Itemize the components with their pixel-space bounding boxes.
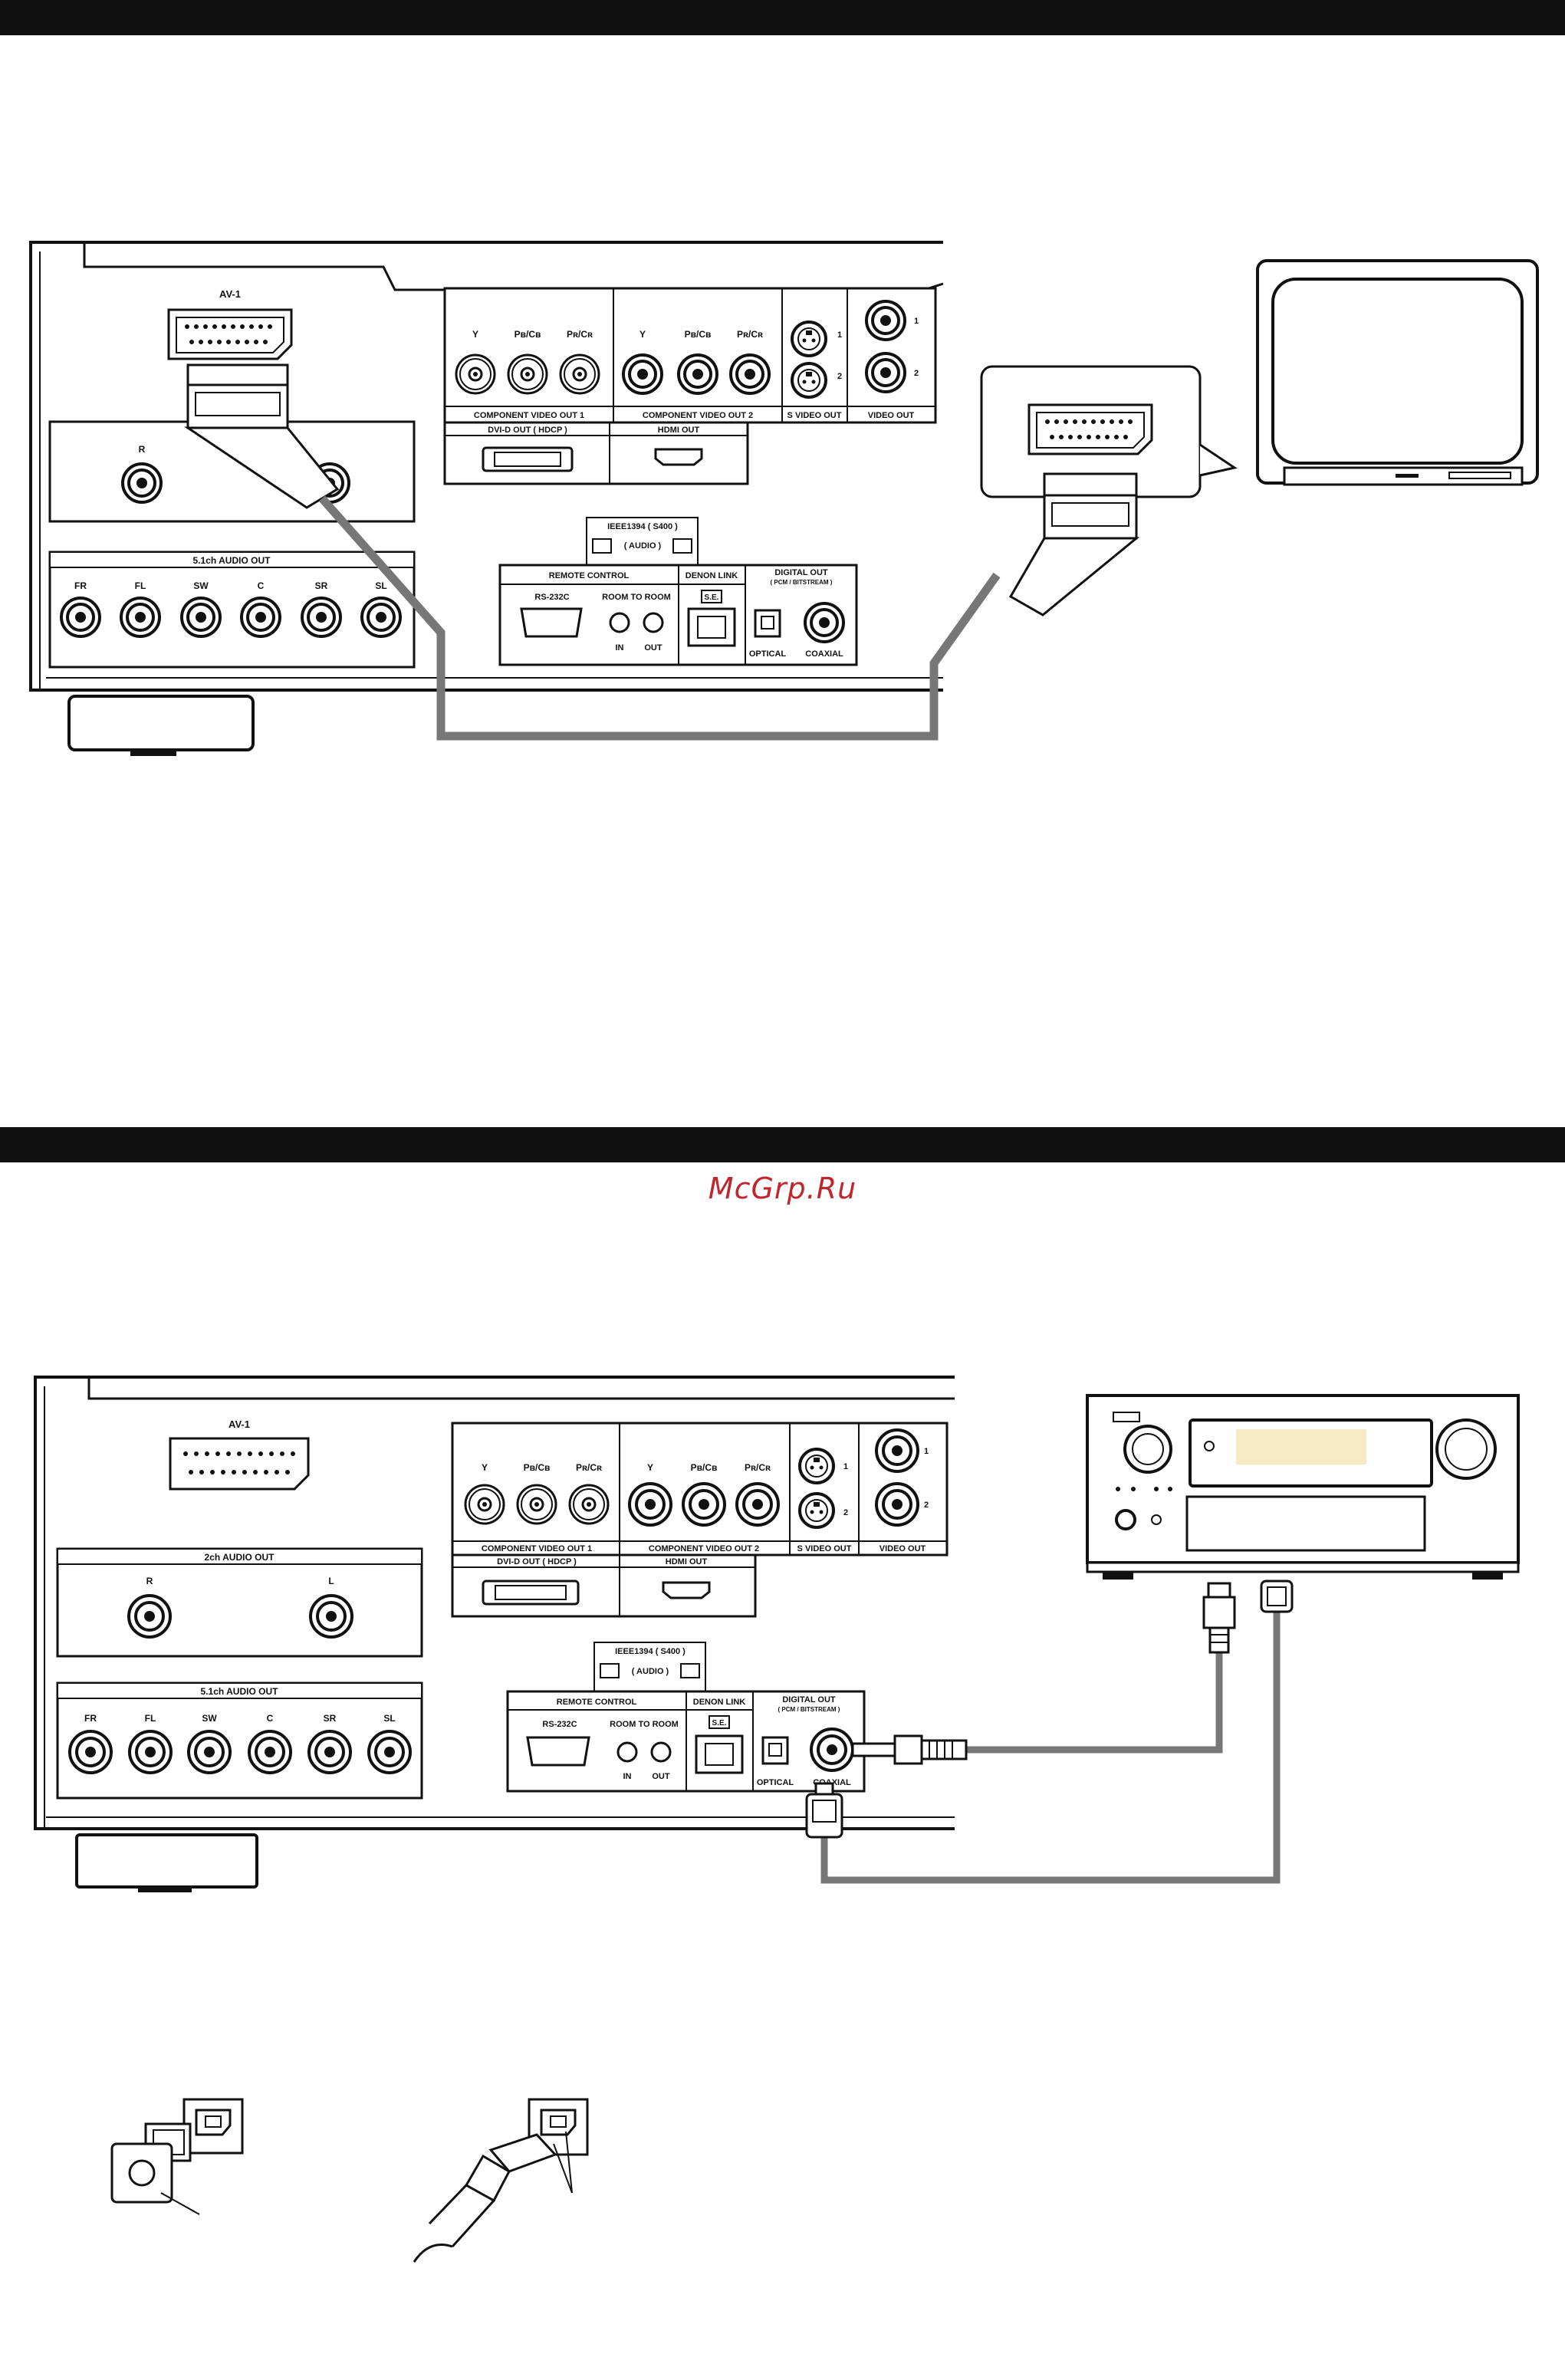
pcm-label: ( PCM / BITSTREAM ) (778, 1706, 840, 1713)
scart-connection-diagram: AV-1 R 5.1ch AUDIO OUT FR FL SW C SR SL … (29, 241, 1539, 756)
component-out2-label: COMPONENT VIDEO OUT 2 (649, 1544, 759, 1553)
digital-out-label: DIGITAL OUT (774, 568, 828, 577)
port-2-label: 2 (914, 369, 919, 378)
in-label: IN (616, 643, 624, 653)
channel-label: FL (135, 580, 146, 591)
audio-2ch-label: 2ch AUDIO OUT (205, 1552, 275, 1563)
middle-header-band (0, 1127, 1565, 1162)
av1-label: AV-1 (219, 288, 241, 300)
y-label: Y (472, 329, 478, 340)
digital-audio-connection-diagram: AV-1 2ch AUDIO OUT R L 5.1ch AUDIO OUT F… (34, 1376, 1520, 1892)
video-out-label: VIDEO OUT (879, 1544, 926, 1553)
channel-label: SR (315, 580, 328, 591)
dvi-label: DVI-D OUT ( HDCP ) (497, 1557, 577, 1566)
component-out2-label: COMPONENT VIDEO OUT 2 (643, 411, 753, 420)
rs232c-label: RS-232C (534, 593, 569, 602)
optical-label: OPTICAL (757, 1778, 794, 1787)
port-1-label: 1 (837, 330, 842, 340)
pr-label: Pʀ/Cʀ (737, 329, 763, 340)
port-1-label: 1 (914, 317, 919, 326)
out-label: OUT (652, 1772, 670, 1781)
pb-label: Pʙ/Cʙ (685, 329, 712, 340)
optical-plug-insertion-illustration (110, 2098, 589, 2263)
channel-label: C (258, 580, 265, 591)
denon-link-label: DENON LINK (686, 571, 738, 580)
hdmi-label: HDMI OUT (658, 426, 700, 435)
out-label: OUT (644, 643, 662, 653)
s-video-label: S VIDEO OUT (797, 1544, 852, 1553)
pb-label: Pʙ/Cʙ (524, 1462, 551, 1473)
y-label: Y (647, 1462, 653, 1473)
rs232c-label: RS-232C (542, 1720, 577, 1729)
port-2-label: 2 (837, 372, 842, 381)
se-label: S.E. (705, 593, 719, 602)
channel-label: C (267, 1713, 274, 1724)
component-out1-label: COMPONENT VIDEO OUT 1 (474, 411, 584, 420)
audio-label: ( AUDIO ) (624, 541, 662, 551)
r-label: R (146, 1576, 153, 1586)
ieee1394-label: IEEE1394 ( S400 ) (615, 1647, 686, 1656)
dvi-label: DVI-D OUT ( HDCP ) (488, 426, 567, 435)
digital-out-label: DIGITAL OUT (782, 1695, 836, 1704)
port-2-label: 2 (924, 1501, 929, 1510)
pr-label: Pʀ/Cʀ (745, 1462, 771, 1473)
channel-label: FR (84, 1713, 97, 1724)
watermark-text: McGrp.Ru (708, 1172, 857, 1205)
channel-label: FR (74, 580, 87, 591)
channel-label: SW (193, 580, 209, 591)
room-to-room-label: ROOM TO ROOM (610, 1720, 679, 1729)
pb-label: Pʙ/Cʙ (515, 329, 541, 340)
coaxial-label: COAXIAL (805, 649, 843, 659)
av1-label: AV-1 (229, 1418, 250, 1430)
component-out1-label: COMPONENT VIDEO OUT 1 (482, 1544, 592, 1553)
pb-label: Pʙ/Cʙ (691, 1462, 718, 1473)
denon-link-label: DENON LINK (693, 1698, 746, 1707)
channel-label: SL (375, 580, 386, 591)
remote-control-label: REMOTE CONTROL (549, 571, 630, 580)
s-video-label: S VIDEO OUT (787, 411, 842, 420)
pr-label: Pʀ/Cʀ (567, 329, 593, 340)
channel-label: SW (202, 1713, 217, 1724)
pr-label: Pʀ/Cʀ (576, 1462, 602, 1473)
ieee1394-label: IEEE1394 ( S400 ) (607, 522, 678, 531)
audio-51-label: 5.1ch AUDIO OUT (193, 555, 271, 566)
in-label: IN (623, 1772, 632, 1781)
y-label: Y (482, 1462, 488, 1473)
audio-51-label: 5.1ch AUDIO OUT (201, 1686, 279, 1697)
l-label: L (328, 1576, 334, 1586)
hdmi-label: HDMI OUT (666, 1557, 708, 1566)
port-1-label: 1 (843, 1462, 848, 1471)
optical-label: OPTICAL (749, 649, 787, 659)
pcm-label: ( PCM / BITSTREAM ) (771, 579, 833, 586)
port-2-label: 2 (843, 1508, 848, 1517)
channel-label: FL (145, 1713, 156, 1724)
top-header-band (0, 0, 1565, 35)
room-to-room-label: ROOM TO ROOM (602, 593, 671, 602)
y-label: Y (639, 329, 646, 340)
r-label: R (139, 444, 146, 455)
channel-label: SL (383, 1713, 395, 1724)
port-1-label: 1 (924, 1447, 929, 1456)
audio-label: ( AUDIO ) (632, 1667, 669, 1676)
video-out-label: VIDEO OUT (868, 411, 915, 420)
remote-control-label: REMOTE CONTROL (557, 1698, 637, 1707)
channel-label: SR (324, 1713, 337, 1724)
se-label: S.E. (712, 1719, 727, 1727)
